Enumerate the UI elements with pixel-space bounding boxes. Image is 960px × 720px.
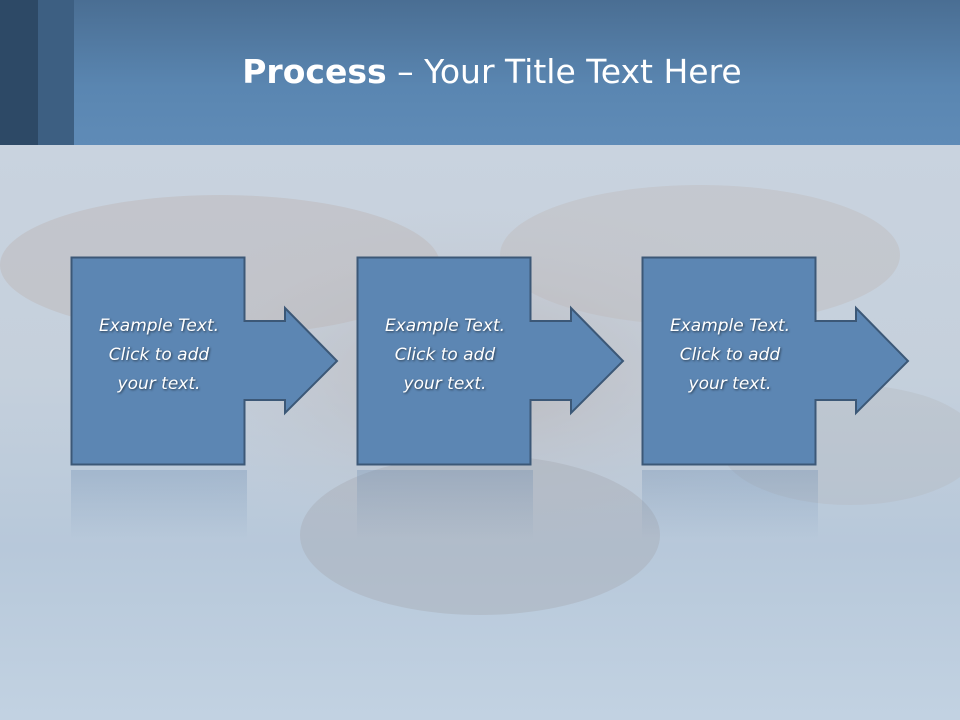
step-3-reflection <box>642 470 818 540</box>
title-bar: Process – Your Title Text Here <box>0 0 960 145</box>
process-step-2[interactable]: Example Text. Click to add your text. <box>356 256 627 468</box>
step-1-text: Example Text. Click to add your text. <box>98 316 220 394</box>
step-1-reflection <box>71 470 247 540</box>
arrow-box-shape <box>70 256 339 466</box>
slide-title[interactable]: Process – Your Title Text Here <box>0 52 960 91</box>
header-accent-mid <box>38 0 74 145</box>
arrow-box-shape <box>356 256 625 466</box>
title-bold: Process <box>242 52 387 91</box>
step-3-text: Example Text. Click to add your text. <box>669 316 791 394</box>
step-2-text: Example Text. Click to add your text. <box>384 316 506 394</box>
title-rest: – Your Title Text Here <box>386 52 742 91</box>
header-accent-dark <box>0 0 38 145</box>
step-2-reflection <box>357 470 533 540</box>
process-step-3[interactable]: Example Text. Click to add your text. <box>641 256 912 468</box>
arrow-box-shape <box>641 256 910 466</box>
process-step-1[interactable]: Example Text. Click to add your text. <box>70 256 341 468</box>
